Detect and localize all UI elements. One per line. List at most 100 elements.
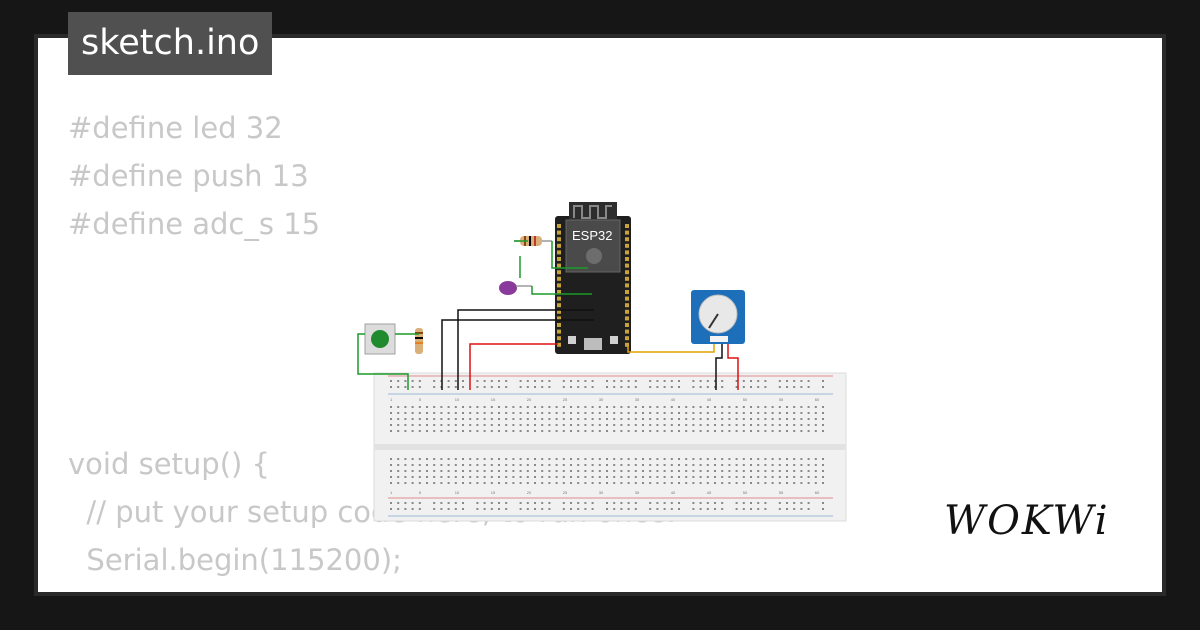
breadboard-hole (454, 464, 457, 466)
breadboard-hole (584, 482, 587, 484)
breadboard-hole (562, 418, 565, 420)
breadboard-hole (750, 458, 752, 460)
breadboard-column-number: 55 (779, 490, 784, 495)
breadboard-hole (685, 430, 688, 432)
breadboard-hole (519, 430, 522, 432)
breadboard-hole (447, 418, 450, 420)
breadboard-hole (706, 476, 709, 478)
breadboard-hole (505, 412, 508, 414)
tab-sketch[interactable]: sketch.ino (68, 12, 273, 75)
breadboard-hole (793, 508, 796, 510)
breadboard-hole (577, 458, 580, 460)
breadboard-hole (548, 502, 551, 504)
breadboard-hole (764, 502, 767, 504)
breadboard-hole (541, 430, 544, 432)
breadboard-hole (742, 386, 745, 388)
breadboard-hole (397, 418, 400, 420)
breadboard-hole (476, 418, 479, 420)
breadboard-hole (418, 430, 421, 432)
breadboard-hole (598, 430, 601, 432)
breadboard-hole (634, 430, 637, 432)
breadboard-hole (440, 418, 443, 420)
breadboard-hole (764, 412, 767, 414)
breadboard-hole (490, 406, 493, 408)
wire-red-pot (727, 344, 739, 390)
breadboard-hole (692, 476, 695, 478)
breadboard-hole (519, 508, 522, 510)
breadboard-hole (699, 418, 702, 420)
breadboard-hole (534, 508, 536, 510)
breadboard-hole (505, 386, 508, 388)
breadboard-hole (483, 386, 486, 388)
breadboard-hole (433, 458, 436, 460)
breadboard-hole (620, 508, 623, 510)
breadboard-hole (807, 380, 810, 382)
wire-green-led (514, 240, 588, 269)
breadboard-hole (548, 412, 551, 414)
breadboard-hole (483, 476, 486, 478)
breadboard-hole (440, 470, 443, 472)
breadboard-hole (418, 476, 421, 478)
breadboard-hole (822, 470, 824, 472)
breadboard-hole (800, 424, 803, 426)
breadboard-hole (433, 406, 436, 408)
breadboard-hole (584, 430, 587, 432)
breadboard-column-number: 60 (815, 397, 820, 402)
breadboard-hole (757, 412, 760, 414)
breadboard-hole (699, 386, 702, 388)
breadboard-hole (678, 380, 680, 382)
breadboard-hole (742, 464, 745, 466)
breadboard-hole (390, 482, 392, 484)
breadboard-hole (814, 482, 817, 484)
breadboard-hole (483, 380, 486, 382)
breadboard-hole (742, 502, 745, 504)
breadboard-hole (649, 470, 652, 472)
breadboard-hole (462, 458, 464, 460)
en-button (610, 336, 618, 344)
breadboard-hole (534, 380, 536, 382)
breadboard-hole (519, 476, 522, 478)
breadboard-hole (786, 464, 788, 466)
breadboard-hole (778, 502, 781, 504)
breadboard-hole (418, 406, 421, 408)
breadboard-hole (555, 458, 558, 460)
breadboard-hole (598, 412, 601, 414)
breadboard-hole (447, 464, 450, 466)
breadboard-hole (735, 470, 738, 472)
breadboard-hole (433, 380, 436, 382)
breadboard-hole (426, 430, 428, 432)
breadboard-hole (634, 380, 637, 382)
breadboard-hole (440, 508, 443, 510)
esp32-pin (625, 237, 629, 242)
breadboard-hole (418, 508, 421, 510)
breadboard-hole (656, 470, 659, 472)
breadboard-hole (584, 464, 587, 466)
breadboard-hole (670, 502, 673, 504)
breadboard-hole (656, 430, 659, 432)
breadboard-hole (649, 476, 652, 478)
breadboard-hole (404, 424, 407, 426)
breadboard-hole (800, 406, 803, 408)
breadboard-hole (714, 406, 716, 408)
esp32-pin (557, 309, 561, 314)
breadboard-column-number: 40 (671, 490, 676, 495)
breadboard-hole (426, 424, 428, 426)
breadboard-hole (742, 430, 745, 432)
breadboard-hole (757, 380, 760, 382)
esp32-pin (625, 342, 629, 347)
breadboard-hole (404, 508, 407, 510)
esp32-pin (625, 303, 629, 308)
breadboard-hole (649, 380, 652, 382)
breadboard-hole (685, 458, 688, 460)
breadboard-hole (634, 508, 637, 510)
breadboard-hole (699, 470, 702, 472)
breadboard-hole (735, 424, 738, 426)
breadboard-hole (670, 418, 673, 420)
breadboard-hole (440, 458, 443, 460)
breadboard-hole (692, 418, 695, 420)
breadboard-hole (742, 412, 745, 414)
breadboard-hole (519, 464, 522, 466)
breadboard-hole (786, 380, 788, 382)
breadboard-hole (426, 406, 428, 408)
breadboard-hole (426, 412, 428, 414)
